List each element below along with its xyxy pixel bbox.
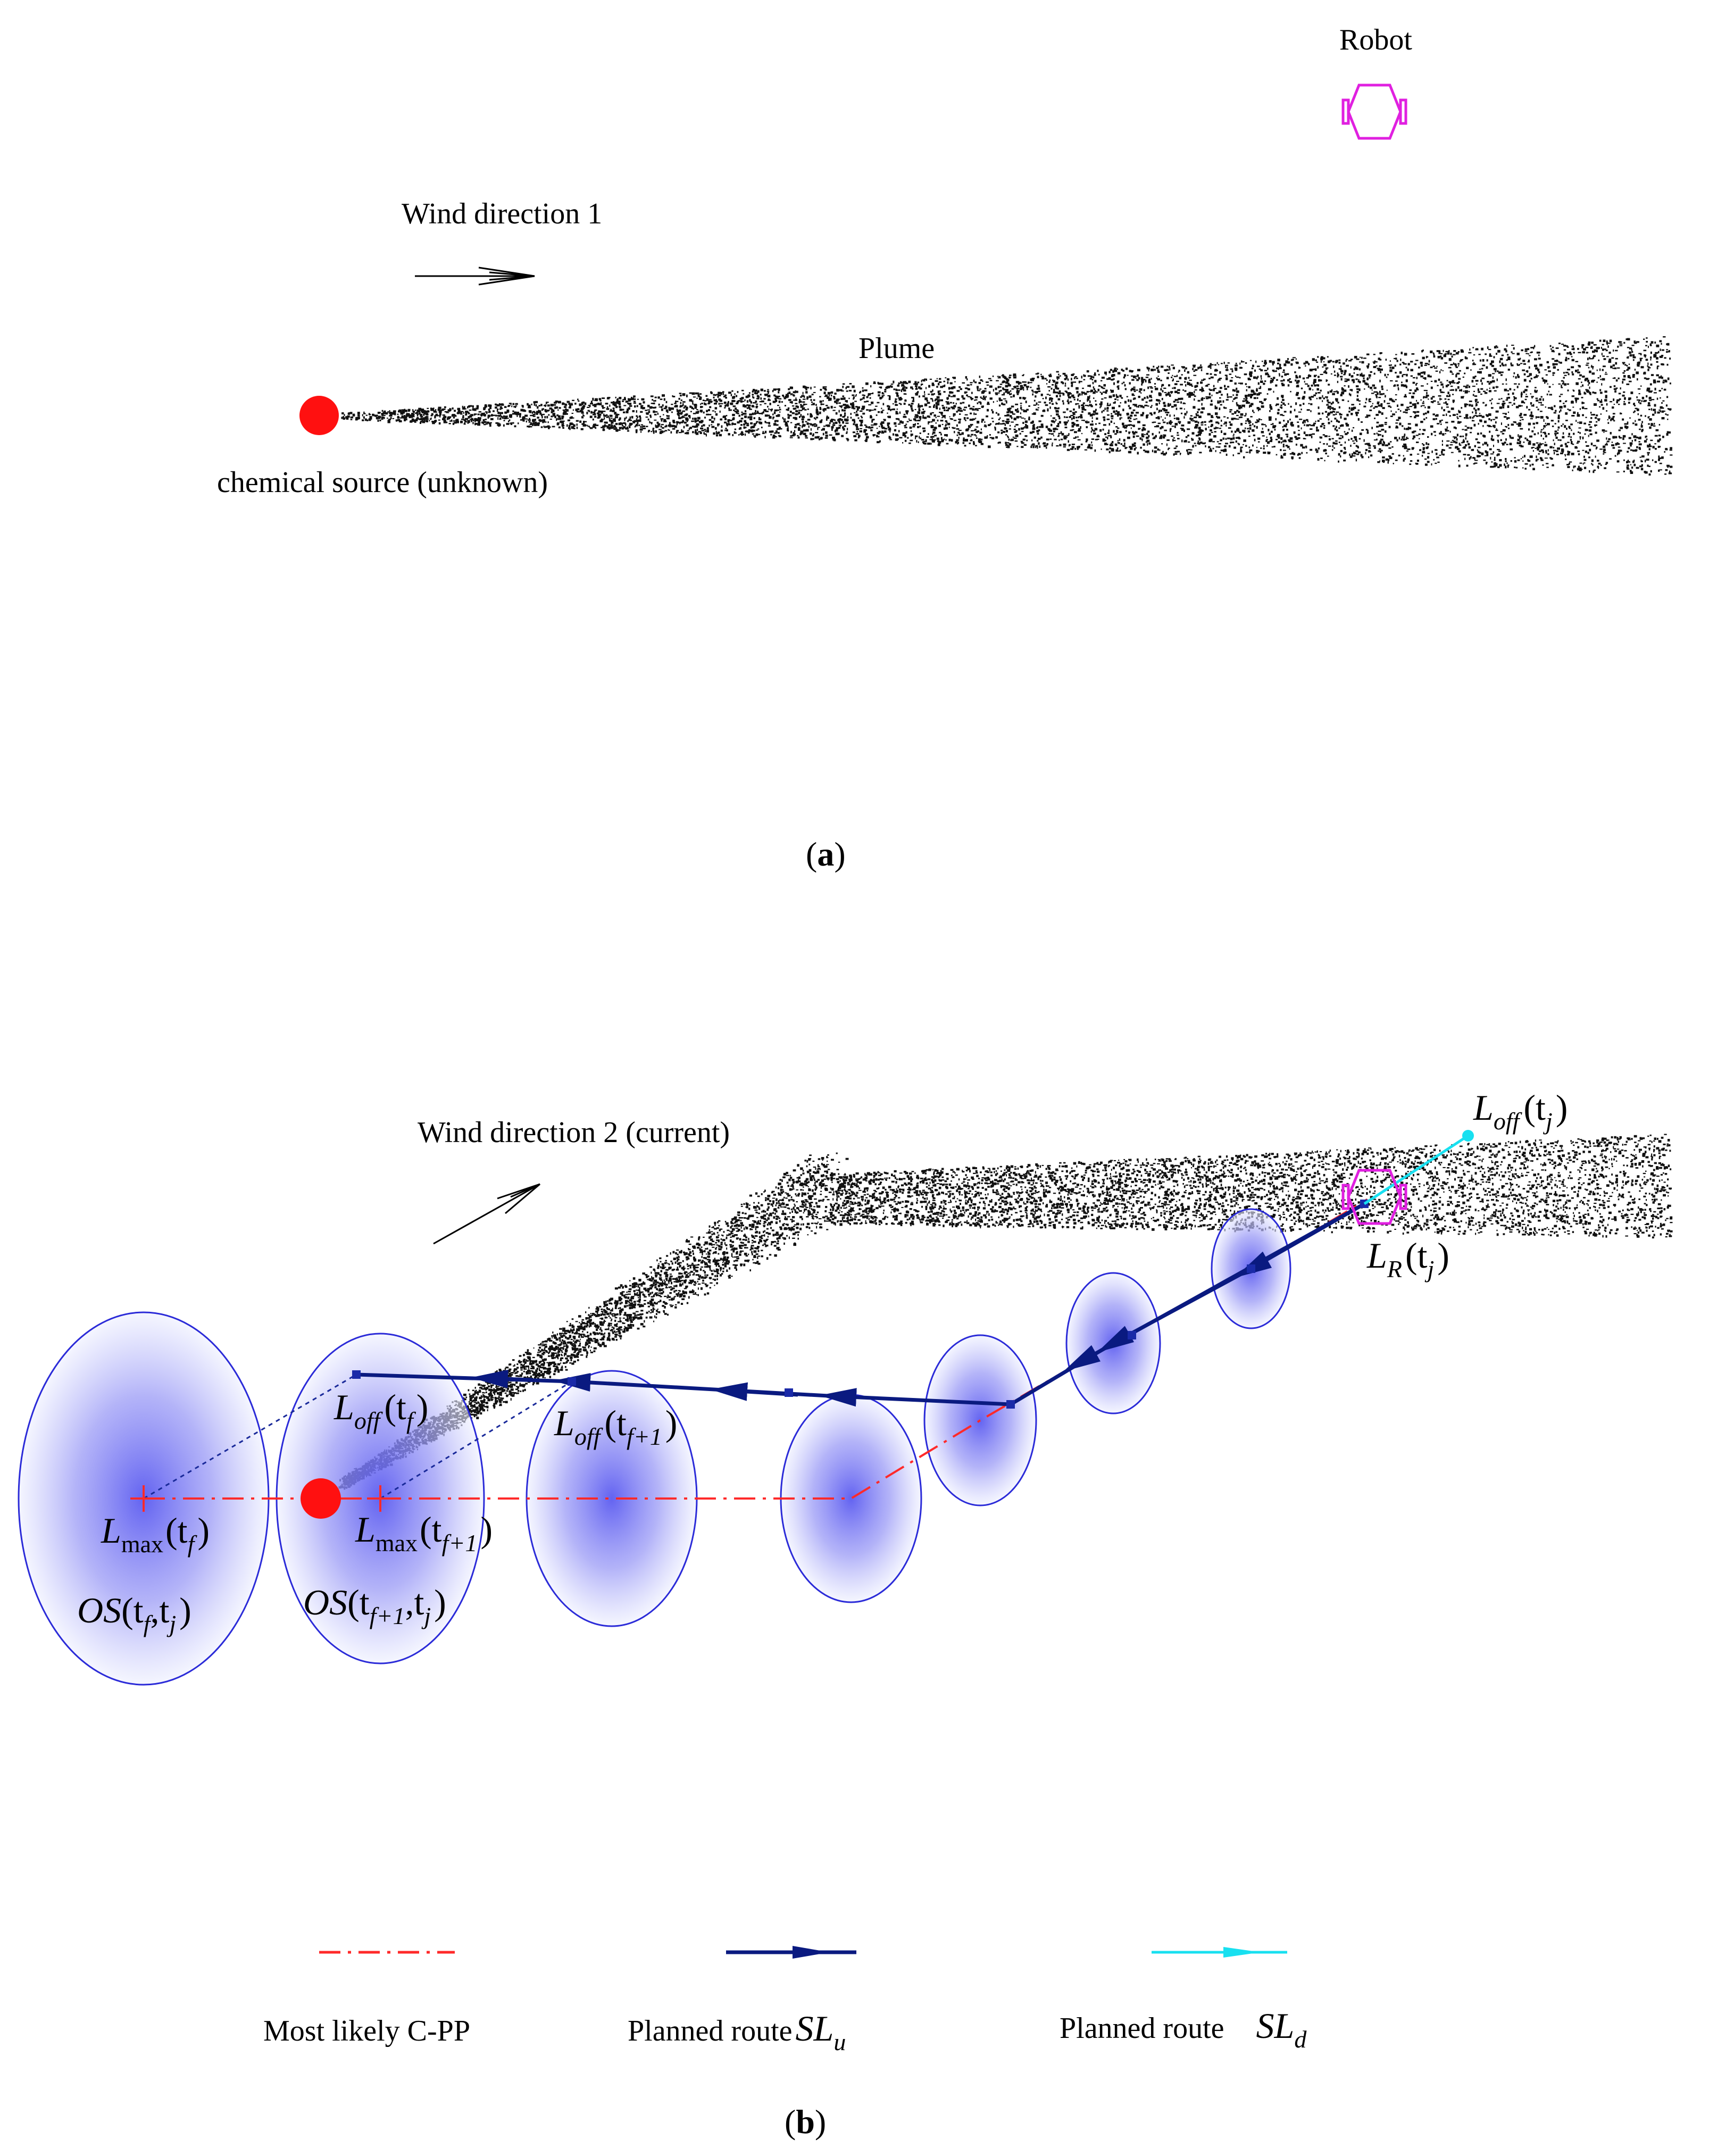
lmax-markers <box>130 1485 394 1512</box>
wind-arrow-2-icon <box>433 1183 540 1245</box>
lmax-loff-links <box>143 1373 572 1500</box>
label-lr-tj: LR(tj) <box>1366 1235 1449 1283</box>
caption-a-letter: a <box>817 835 834 873</box>
label-lmax-tf1: Lmax(tf+1) <box>355 1509 493 1556</box>
legend-item-cpp: Most likely C-PP <box>263 1951 470 2047</box>
caption-a: (a) <box>806 835 846 873</box>
robot-icon <box>1341 84 1407 140</box>
plume-label: Plume <box>858 332 935 365</box>
legend-label-cpp: Most likely C-PP <box>263 2015 470 2047</box>
label-loff-tj: Loff(tj) <box>1473 1087 1568 1135</box>
caption-b-letter: b <box>796 2103 815 2141</box>
robot-label: Robot <box>1339 23 1412 56</box>
legend: Most likely C-PP Planned routeSLu Planne… <box>263 1946 1307 2055</box>
legend-label-slu: Planned routeSLu <box>628 2008 846 2055</box>
wind-arrow-icon <box>415 267 535 286</box>
panel-a: Robot Wind direction 1 Plume chemical so… <box>217 23 1673 873</box>
observation-ellipses <box>18 1208 1291 1686</box>
chemical-source-marker <box>299 396 339 435</box>
ellipse-4 <box>780 1394 922 1603</box>
panel-b: Wind direction 2 (current) <box>18 1087 1673 1686</box>
label-loff-tf1: Loff(tf+1) <box>554 1403 677 1450</box>
label-os-tf1: OS(tf+1,tj) <box>303 1582 446 1629</box>
label-lmax-tf: Lmax(tf) <box>101 1510 210 1558</box>
robot-icon-b <box>1341 1169 1407 1225</box>
chemical-source-label: chemical source (unknown) <box>217 466 548 499</box>
legend-item-slu: Planned routeSLu <box>628 1946 856 2055</box>
wind-direction-label: Wind direction 1 <box>402 197 602 230</box>
caption-b: (b) <box>785 2103 826 2141</box>
plume-a <box>341 336 1673 476</box>
ellipse-5 <box>923 1334 1037 1506</box>
planned-route-sld <box>1363 1130 1474 1205</box>
chemical-source-marker-b <box>301 1478 341 1519</box>
label-os-tf: OS(tf,tj) <box>77 1590 191 1637</box>
wind-direction-2-label: Wind direction 2 (current) <box>418 1116 730 1149</box>
planned-route-slu <box>356 1202 1365 1407</box>
